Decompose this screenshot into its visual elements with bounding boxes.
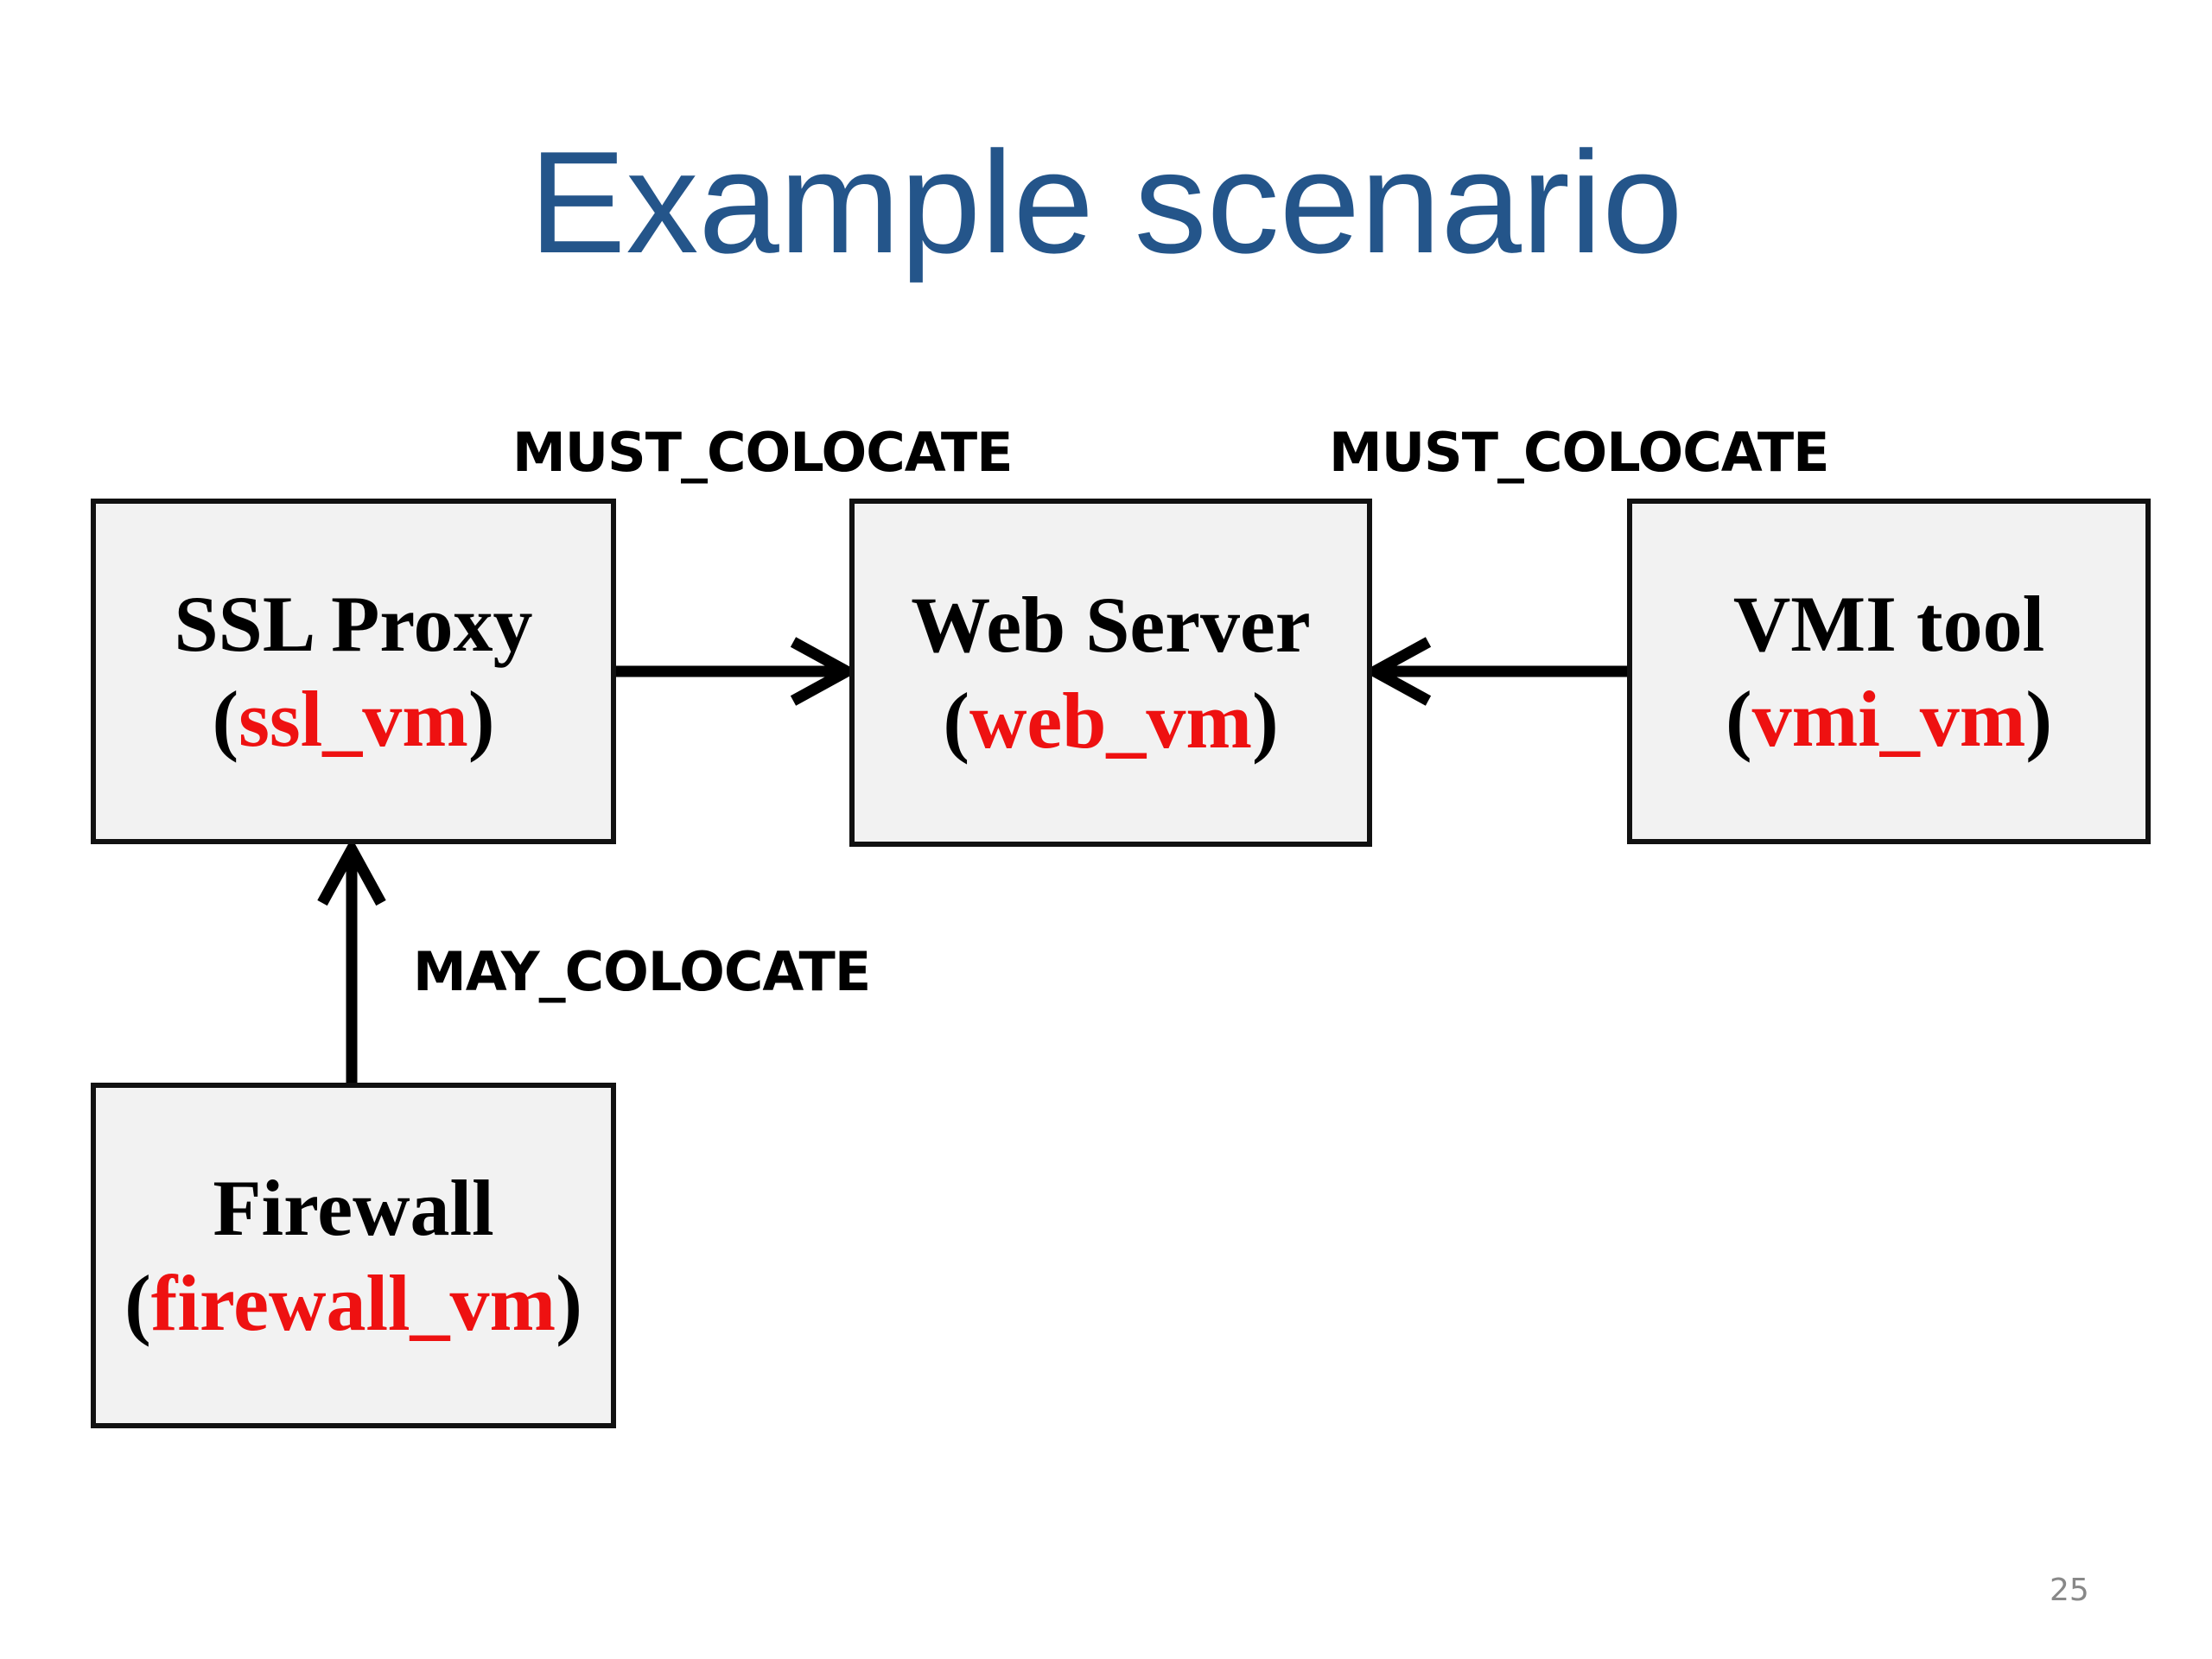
edge-vmi-to-web bbox=[1363, 637, 1631, 706]
slide-title: Example scenario bbox=[529, 121, 1683, 283]
node-web-server-vm-id: web_vm bbox=[969, 676, 1253, 765]
node-web-server: Web Server (web_vm) bbox=[849, 499, 1372, 847]
node-firewall-vm-id: firewall_vm bbox=[150, 1259, 556, 1347]
node-ssl-proxy: SSL Proxy (ssl_vm) bbox=[91, 499, 616, 844]
node-firewall-name: Firewall bbox=[213, 1163, 494, 1252]
node-vmi-tool-vm-id: vmi_vm bbox=[1751, 675, 2026, 763]
node-ssl-proxy-vm-line: (ssl_vm) bbox=[212, 675, 495, 763]
node-web-server-name: Web Server bbox=[911, 581, 1311, 670]
page-number: 25 bbox=[2050, 1573, 2089, 1608]
edge-ssl-to-web bbox=[616, 637, 859, 706]
node-web-server-vm-line: (web_vm) bbox=[943, 676, 1279, 765]
node-ssl-proxy-name: SSL Proxy bbox=[174, 579, 533, 668]
node-firewall-vm-line: (firewall_vm) bbox=[124, 1259, 582, 1347]
node-vmi-tool: VMI tool (vmi_vm) bbox=[1627, 499, 2151, 844]
node-vmi-tool-vm-line: (vmi_vm) bbox=[1725, 675, 2053, 763]
edge-firewall-to-ssl bbox=[317, 837, 386, 1089]
node-firewall: Firewall (firewall_vm) bbox=[91, 1083, 616, 1428]
edge-label-firewall-ssl: MAY_COLOCATE bbox=[413, 940, 871, 1003]
node-ssl-proxy-vm-id: ssl_vm bbox=[238, 675, 468, 763]
edge-label-ssl-web: MUST_COLOCATE bbox=[512, 421, 1014, 484]
node-vmi-tool-name: VMI tool bbox=[1732, 579, 2045, 668]
edge-label-vmi-web: MUST_COLOCATE bbox=[1329, 421, 1830, 484]
